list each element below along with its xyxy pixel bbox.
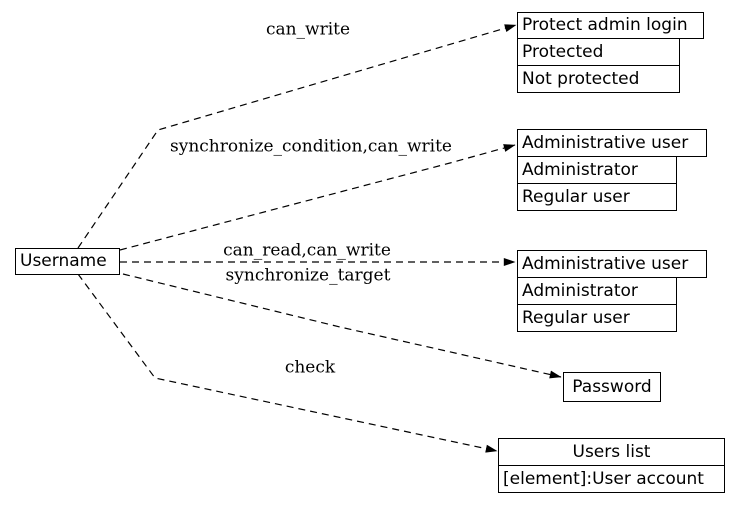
edge-synchronize-condition	[119, 144, 516, 251]
node-username: Username	[15, 248, 120, 275]
node-admin-user-target-title: Administrative user	[517, 250, 707, 278]
node-protect-admin-login-row-not-protected: Not protected	[517, 65, 680, 93]
edge-users-list	[77, 273, 498, 453]
edge-check	[122, 273, 562, 379]
node-admin-user-target-row-regular-user: Regular user	[517, 304, 677, 332]
node-users-list-title: Users list	[498, 438, 725, 466]
node-protect-admin-login-row-protected: Protected	[517, 38, 680, 66]
node-users-list-row-element: [element]:User account	[498, 465, 725, 493]
node-admin-user-condition-title: Administrative user	[517, 129, 707, 157]
node-admin-user-condition-row-regular-user: Regular user	[517, 183, 677, 211]
node-password: Password	[563, 372, 661, 402]
edge-label-check: check	[284, 357, 336, 378]
edge-label-synchronize-condition: synchronize_condition,can_write	[169, 136, 453, 157]
node-admin-user-target-row-administrator: Administrator	[517, 277, 677, 305]
edge-label-can-write: can_write	[265, 19, 351, 40]
node-admin-user-condition-row-administrator: Administrator	[517, 156, 677, 184]
edge-label-can-read-can-write: can_read,can_write	[223, 240, 391, 261]
edge-label-synchronize-target: synchronize_target	[225, 265, 391, 286]
node-protect-admin-login-title: Protect admin login	[517, 12, 704, 39]
